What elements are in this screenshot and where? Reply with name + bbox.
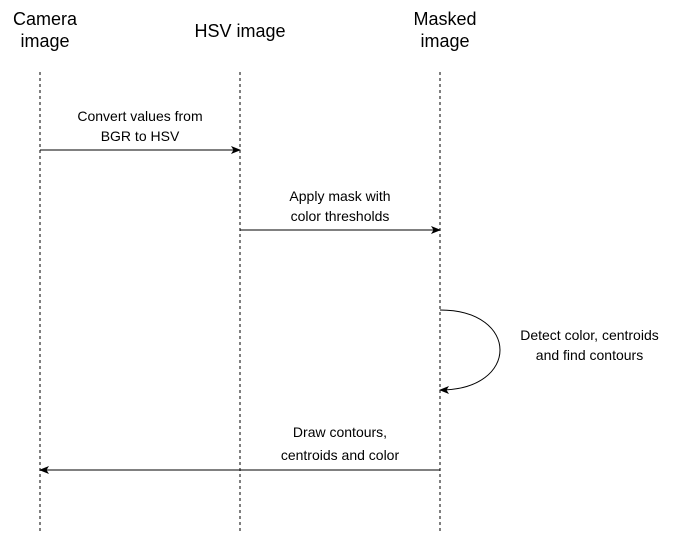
message-detect-label: Detect color, centroids and find contour…	[520, 327, 659, 363]
message-mask-label: Apply mask with color thresholds	[289, 188, 391, 224]
message-convert-label: Convert values from BGR to HSV	[77, 108, 203, 144]
message-draw-label: Draw contours, centroids and color	[280, 424, 400, 463]
participant-camera-image: Camera image	[12, 9, 78, 51]
participant-masked-image: Masked image	[413, 9, 477, 51]
arrow-self-detect	[439, 309, 501, 394]
participant-hsv-image: HSV image	[194, 21, 286, 41]
